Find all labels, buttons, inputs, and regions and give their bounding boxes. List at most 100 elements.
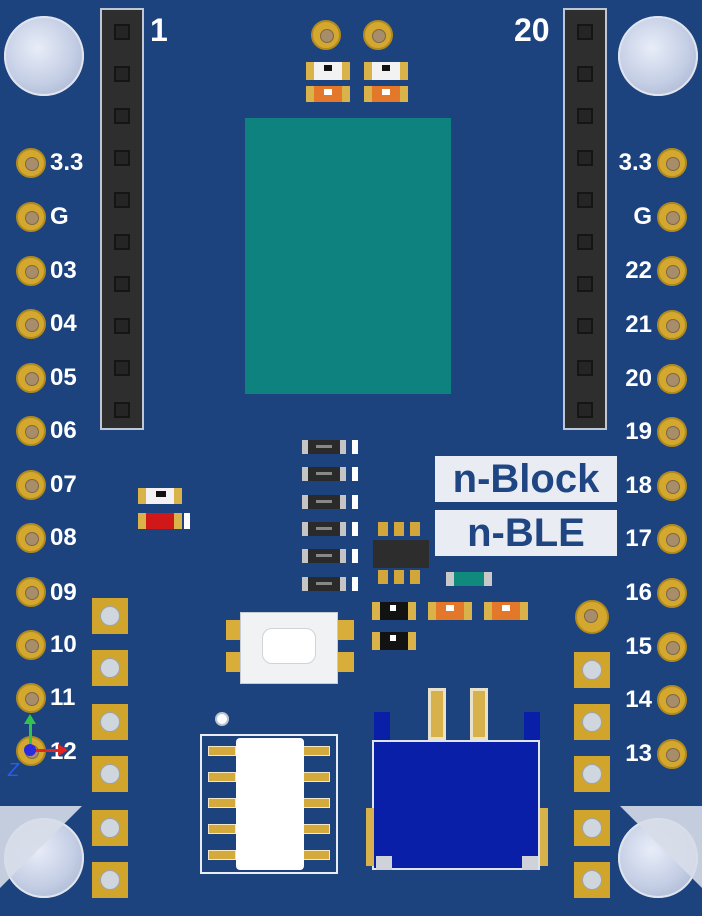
header-pad	[92, 650, 128, 686]
left-pin-label: 06	[50, 417, 77, 444]
right-edge-pad	[657, 685, 687, 715]
right-edge-pad	[657, 310, 687, 340]
smd-resistor	[372, 632, 416, 650]
right-pin-label: 21	[625, 311, 652, 338]
right-pin-label: 13	[625, 740, 652, 767]
left-edge-pad	[16, 363, 46, 393]
resistor	[302, 440, 346, 454]
right-edge-pad	[657, 471, 687, 501]
left-edge-pad	[16, 683, 46, 713]
right-pin-label: 19	[625, 418, 652, 445]
mounting-hole-top-right	[618, 16, 698, 96]
right-edge-pad	[657, 202, 687, 232]
board-model-label: n-BLE	[435, 510, 617, 556]
smd-resistor	[364, 62, 408, 80]
header-pad	[574, 652, 610, 688]
right-edge-pad	[657, 524, 687, 554]
smd-capacitor	[484, 602, 528, 620]
x-axis-arrow	[32, 749, 58, 752]
header-pad	[92, 756, 128, 792]
smd-capacitor	[306, 86, 350, 102]
right-pin-label: 16	[625, 579, 652, 606]
capacitor	[446, 572, 492, 586]
left-pin-label: 09	[50, 579, 77, 606]
mounting-hole-top-left	[4, 16, 84, 96]
ble-module	[245, 118, 451, 394]
smd-capacitor	[428, 602, 472, 620]
left-pin-label: 3.3	[50, 149, 84, 176]
header-pad	[574, 810, 610, 846]
left-pin-label: 11	[50, 684, 76, 711]
left-edge-pad	[16, 256, 46, 286]
soic-outline	[200, 734, 338, 874]
ic-chip	[373, 540, 429, 568]
left-edge-pad	[16, 630, 46, 660]
z-axis-label: Z	[8, 760, 19, 780]
right-edge-pad	[657, 256, 687, 286]
switch-knob	[262, 628, 316, 664]
right-pin-label: G	[633, 203, 652, 230]
left-edge-pad	[16, 148, 46, 178]
smd-resistor	[372, 602, 416, 620]
resistor	[302, 495, 346, 509]
resistor	[302, 467, 346, 481]
left-edge-pad	[16, 523, 46, 553]
right-edge-pad	[657, 632, 687, 662]
top-pad	[311, 20, 341, 50]
left-edge-pad	[16, 309, 46, 339]
smd-resistor	[138, 488, 182, 504]
x-axis-arrowhead	[58, 744, 68, 756]
left-pin-label: 04	[50, 310, 77, 337]
left-pin-label: 08	[50, 524, 77, 551]
right-pin-label: 17	[625, 525, 652, 552]
corner-marking-bottom-right	[620, 806, 702, 888]
soic-chip	[236, 738, 304, 870]
right-edge-pad	[657, 364, 687, 394]
left-edge-pad	[16, 416, 46, 446]
left-pin-label: 03	[50, 257, 77, 284]
top-pad	[363, 20, 393, 50]
right-pin-header	[563, 8, 607, 430]
header-pad	[92, 598, 128, 634]
header-pad	[574, 704, 610, 740]
right-edge-pad	[657, 417, 687, 447]
left-pin-label: G	[50, 203, 69, 230]
left-pin-label: 05	[50, 364, 77, 391]
left-edge-pad	[16, 470, 46, 500]
left-edge-pad	[16, 577, 46, 607]
right-pin-label: 15	[625, 633, 652, 660]
left-edge-pad	[16, 202, 46, 232]
header-pad-round	[575, 600, 609, 634]
header-pad	[574, 756, 610, 792]
right-pin-label: 18	[625, 472, 652, 499]
header-right-number: 20	[514, 12, 550, 48]
smd-resistor	[306, 62, 350, 80]
right-pin-label: 14	[625, 686, 652, 713]
smd-capacitor	[364, 86, 408, 102]
right-edge-pad	[657, 148, 687, 178]
right-pin-label: 22	[625, 257, 652, 284]
header-pad	[92, 810, 128, 846]
resistor	[302, 522, 346, 536]
left-pin-label: 10	[50, 631, 77, 658]
y-axis-arrow	[29, 722, 32, 748]
resistor	[302, 577, 346, 591]
header-left-number: 1	[150, 12, 168, 48]
resistor	[302, 549, 346, 563]
right-edge-pad	[657, 578, 687, 608]
left-pin-label: 07	[50, 471, 77, 498]
led	[138, 513, 182, 529]
pin1-marker	[215, 712, 229, 726]
header-pad	[574, 862, 610, 898]
right-pin-label: 20	[625, 365, 652, 392]
header-pad	[92, 704, 128, 740]
z-axis-origin	[24, 744, 36, 756]
header-pad	[92, 862, 128, 898]
board-name-label: n-Block	[435, 456, 617, 502]
right-pin-label: 3.3	[618, 149, 652, 176]
left-pin-header	[100, 8, 144, 430]
corner-marking-bottom-left	[0, 806, 82, 888]
y-axis-arrowhead	[24, 714, 36, 724]
right-edge-pad	[657, 739, 687, 769]
